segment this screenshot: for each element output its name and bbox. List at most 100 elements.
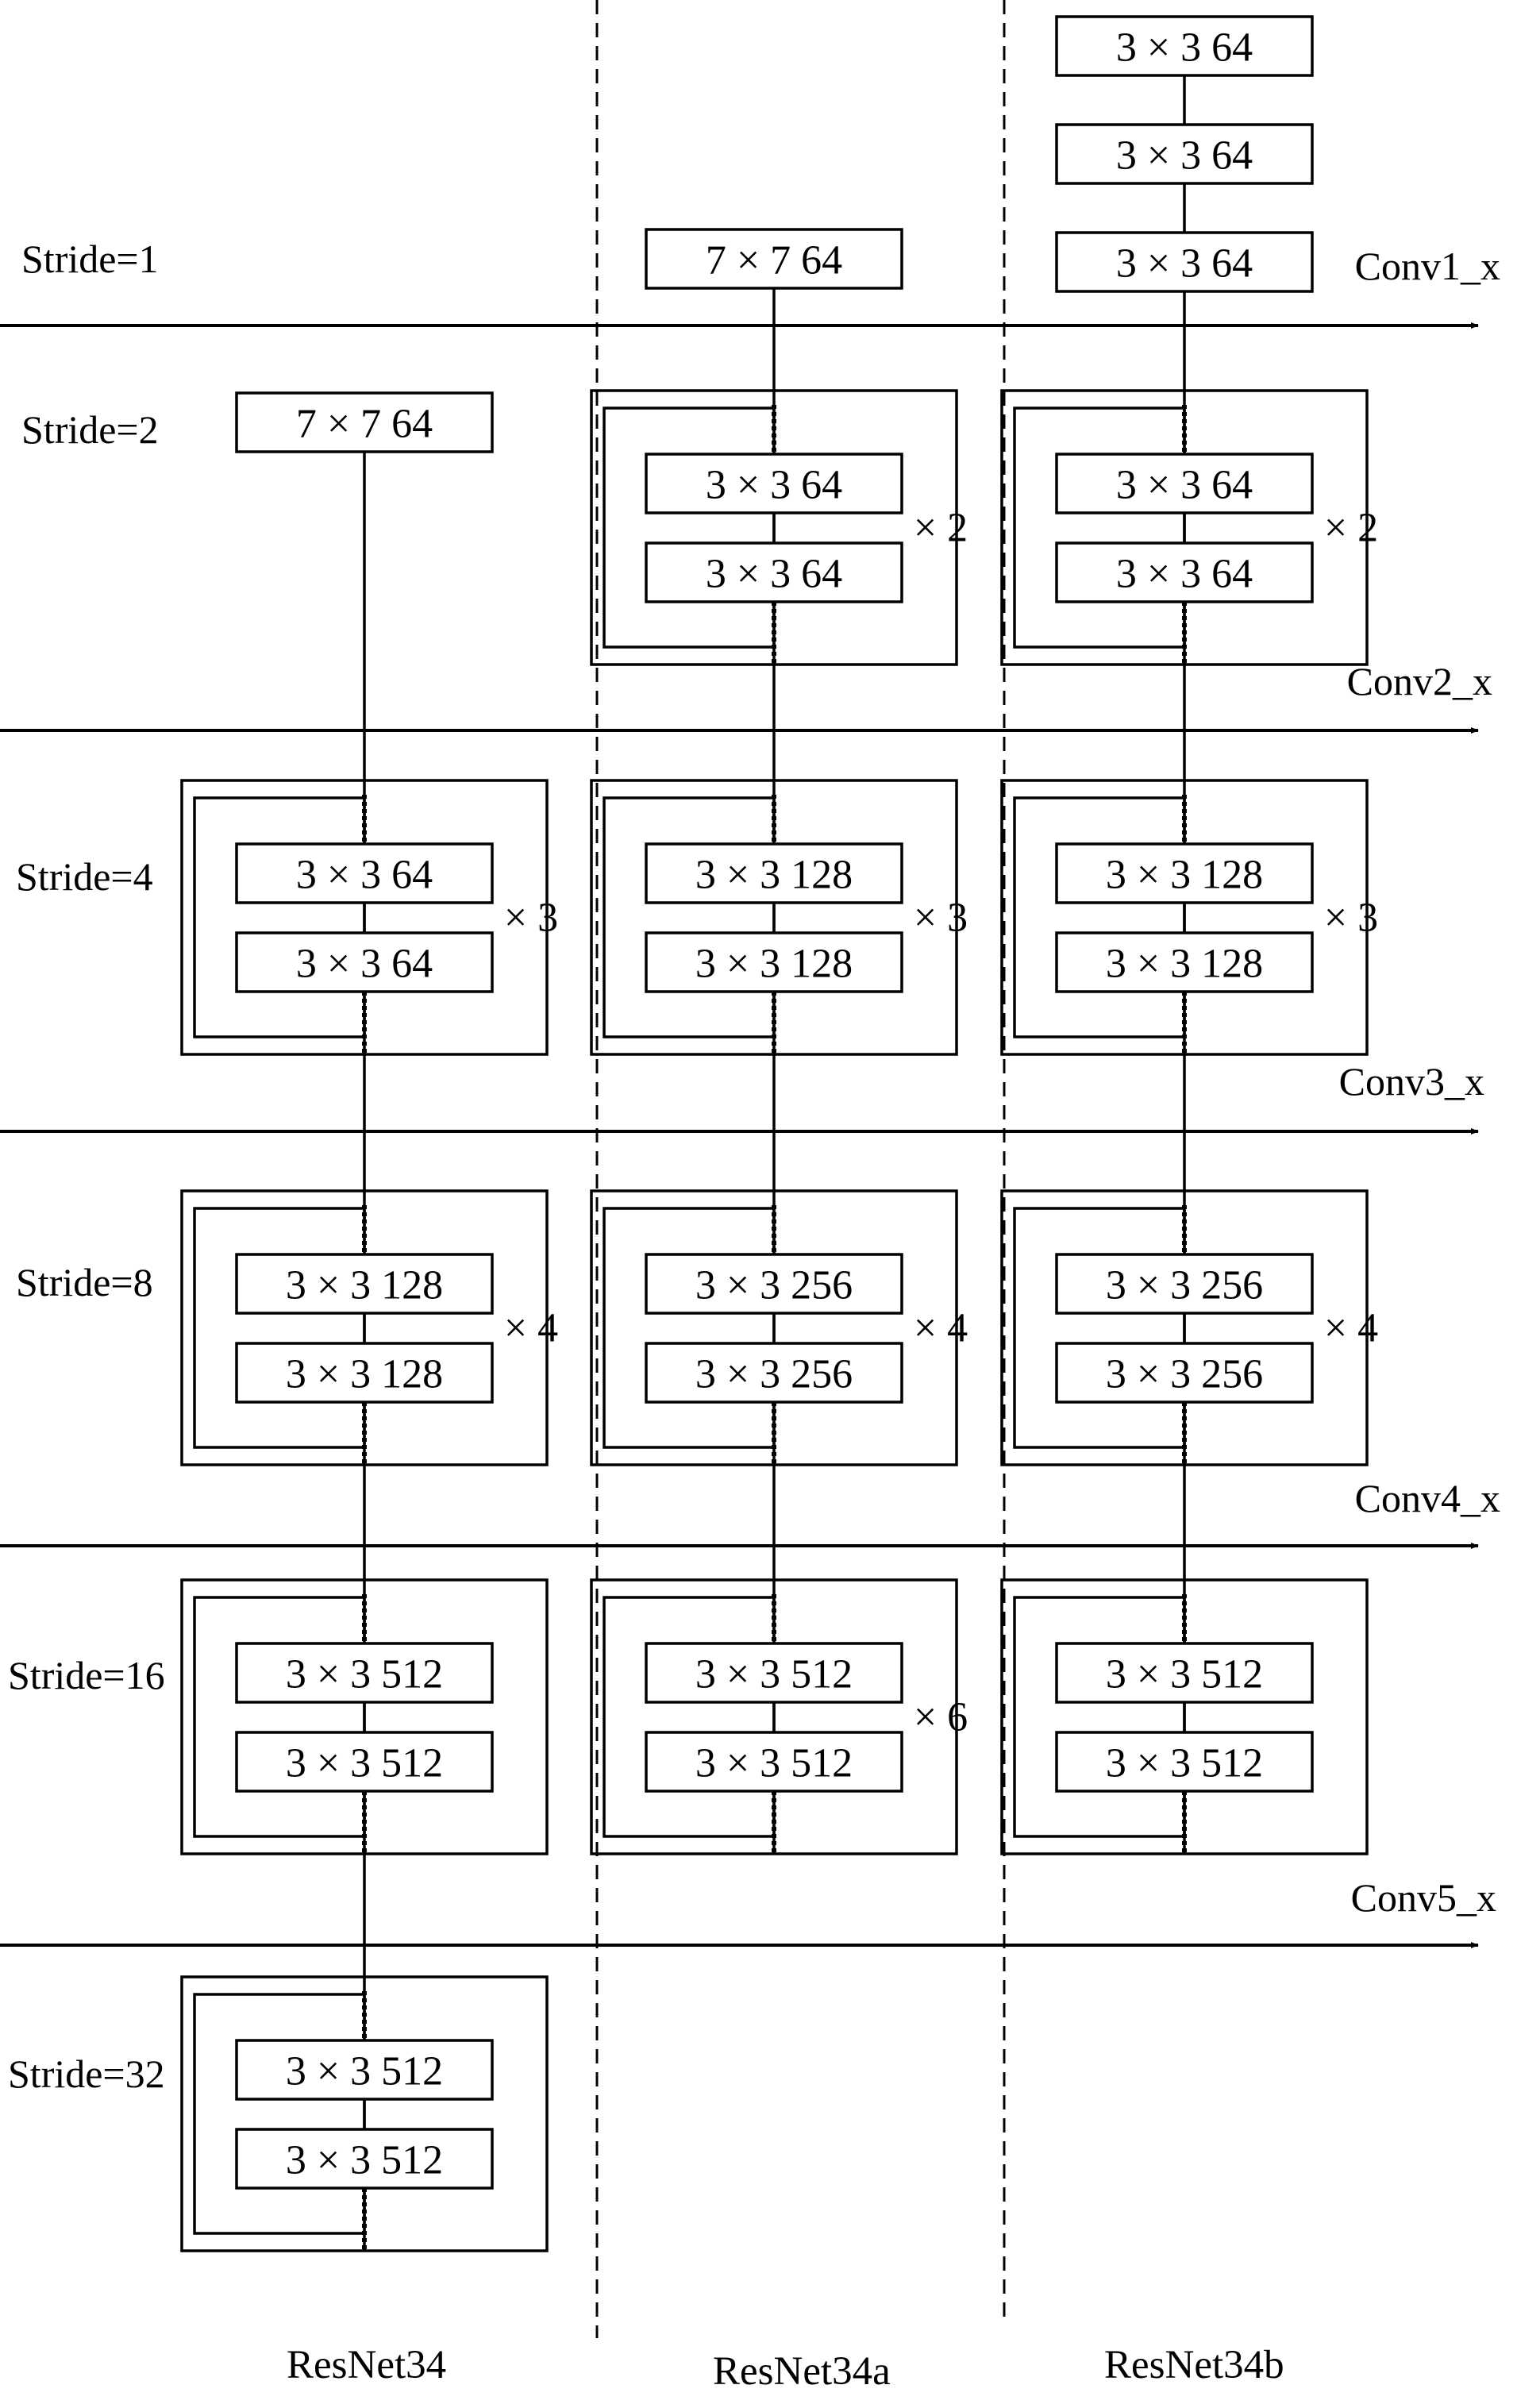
repeat-count-label: × 3 xyxy=(914,896,968,941)
layer-box xyxy=(1055,453,1314,514)
layer-box xyxy=(1055,541,1314,603)
layer-box xyxy=(235,1731,494,1793)
residual-stage-block xyxy=(180,779,549,1056)
skip-connection-path xyxy=(603,1596,776,1838)
skip-connection-path xyxy=(193,1993,366,2235)
layer-box-label: 3 × 3 64 xyxy=(296,853,433,898)
layer-box-label: 3 × 3 64 xyxy=(1116,552,1253,597)
residual-stage-block xyxy=(590,1189,958,1466)
stage-label: Conv1_x xyxy=(1355,244,1500,288)
residual-stage-block xyxy=(180,1189,549,1466)
residual-stage-block xyxy=(1000,389,1369,666)
skip-connection-path xyxy=(193,1207,366,1449)
layer-box xyxy=(1055,1342,1314,1404)
skip-connection-path xyxy=(603,796,776,1038)
skip-connection-path xyxy=(1013,796,1186,1038)
stage-label: Conv2_x xyxy=(1347,659,1492,703)
layer-box xyxy=(645,453,903,514)
layer-box-label: 3 × 3 64 xyxy=(1116,241,1253,287)
layer-box xyxy=(1055,1731,1314,1793)
layer-box-label: 3 × 3 512 xyxy=(286,2138,443,2183)
stage-label: Conv3_x xyxy=(1339,1059,1484,1104)
residual-stage-block xyxy=(180,1975,549,2252)
layer-box-label: 3 × 3 128 xyxy=(1106,942,1263,987)
layer-box-label: 3 × 3 64 xyxy=(706,552,842,597)
layer-box xyxy=(645,931,903,993)
layer-box-label: 3 × 3 64 xyxy=(1116,133,1253,179)
skip-connection-path xyxy=(1013,406,1186,649)
layer-box xyxy=(235,1642,494,1704)
layer-box xyxy=(235,842,494,904)
layer-box-label: 3 × 3 512 xyxy=(695,1652,853,1697)
layer-box-label: 3 × 3 128 xyxy=(695,853,853,898)
layer-box xyxy=(235,1253,494,1315)
stage-label: Conv4_x xyxy=(1355,1476,1500,1520)
repeat-count-label: × 3 xyxy=(1324,896,1378,941)
layer-box xyxy=(645,1642,903,1704)
layer-box-label: 3 × 3 512 xyxy=(286,1741,443,1786)
layer-box-label: 3 × 3 256 xyxy=(1106,1263,1263,1308)
layer-box xyxy=(235,2128,494,2190)
stride-label: Stride=4 xyxy=(16,854,153,899)
skip-connection-path xyxy=(603,406,776,649)
skip-connection-path xyxy=(193,1596,366,1838)
layer-box xyxy=(1055,931,1314,993)
layer-box-label: 3 × 3 64 xyxy=(1116,25,1253,71)
skip-connection-path xyxy=(1013,1207,1186,1449)
repeat-count-label: × 4 xyxy=(1324,1306,1378,1351)
residual-stage-block xyxy=(1000,1578,1369,1855)
layer-box-label: 3 × 3 512 xyxy=(286,2049,443,2094)
layer-box-label: 3 × 3 128 xyxy=(286,1263,443,1308)
layer-box xyxy=(645,1253,903,1315)
residual-stage-block xyxy=(590,779,958,1056)
stride-label: Stride=8 xyxy=(16,1260,153,1304)
skip-connection-path xyxy=(603,1207,776,1449)
layer-box-label: 3 × 3 256 xyxy=(1106,1352,1263,1397)
layer-box xyxy=(1055,231,1314,293)
stride-label: Stride=2 xyxy=(21,407,159,452)
residual-stage-block xyxy=(1000,1189,1369,1466)
residual-stage-block xyxy=(590,1578,958,1855)
column-caption-resnet34a: ResNet34a xyxy=(713,2349,891,2394)
repeat-count-label: × 6 xyxy=(914,1695,968,1740)
stride-label: Stride=1 xyxy=(21,237,159,281)
layer-box-label: 3 × 3 512 xyxy=(1106,1652,1263,1697)
layer-box xyxy=(645,842,903,904)
residual-stage-block xyxy=(1000,779,1369,1056)
layer-box-label: 3 × 3 128 xyxy=(1106,853,1263,898)
layer-box xyxy=(1055,1642,1314,1704)
layer-box-label: 3 × 3 512 xyxy=(286,1652,443,1697)
column-caption-resnet34b: ResNet34b xyxy=(1104,2343,1284,2387)
layer-box-label: 3 × 3 256 xyxy=(695,1352,853,1397)
skip-connection-path xyxy=(1013,1596,1186,1838)
layer-box-label: 3 × 3 256 xyxy=(695,1263,853,1308)
stage-label: Conv5_x xyxy=(1351,1875,1496,1920)
layer-box xyxy=(235,391,494,453)
layer-box xyxy=(1055,15,1314,77)
layer-box xyxy=(1055,123,1314,185)
residual-stage-block xyxy=(180,1578,549,1855)
layer-box xyxy=(645,1342,903,1404)
layer-box xyxy=(235,1342,494,1404)
layer-box xyxy=(1055,1253,1314,1315)
repeat-count-label: × 4 xyxy=(914,1306,968,1351)
repeat-count-label: × 4 xyxy=(504,1306,558,1351)
layer-box-label: 3 × 3 512 xyxy=(695,1741,853,1786)
layer-box-label: 7 × 7 64 xyxy=(296,402,433,447)
layer-box xyxy=(1055,842,1314,904)
repeat-count-label: × 2 xyxy=(1324,506,1378,551)
layer-box xyxy=(645,1731,903,1793)
layer-box xyxy=(235,931,494,993)
layer-box-label: 3 × 3 512 xyxy=(1106,1741,1263,1786)
layer-box xyxy=(645,228,903,290)
layer-box xyxy=(235,2039,494,2101)
column-caption-resnet34: ResNet34 xyxy=(287,2343,447,2387)
repeat-count-label: × 2 xyxy=(914,506,968,551)
stride-label: Stride=32 xyxy=(8,2052,165,2096)
repeat-count-label: × 3 xyxy=(504,896,558,941)
layer-box-label: 3 × 3 128 xyxy=(286,1352,443,1397)
skip-connection-path xyxy=(193,796,366,1038)
layer-box xyxy=(645,541,903,603)
layer-box-label: 3 × 3 64 xyxy=(1116,463,1253,508)
